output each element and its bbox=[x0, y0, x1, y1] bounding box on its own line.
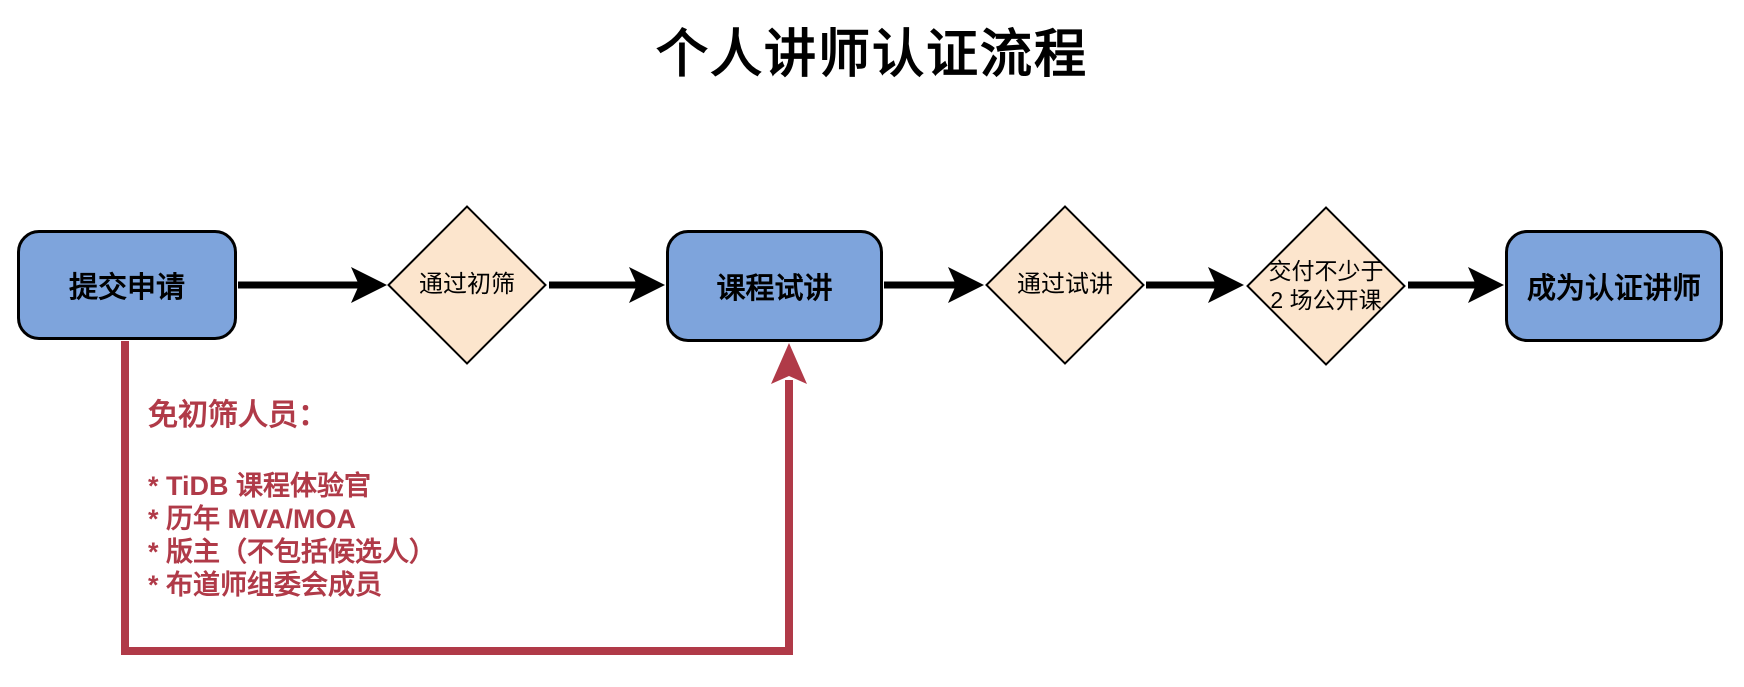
exemption-note-list: * TiDB 课程体验官 * 历年 MVA/MOA * 版主（不包括候选人） *… bbox=[148, 470, 436, 602]
flow-arrow-passtrial-to-deliver bbox=[1146, 267, 1244, 303]
node-submit-application: 提交申请 bbox=[17, 230, 237, 340]
node-course-trial-lecture: 课程试讲 bbox=[666, 230, 883, 342]
node-submit-application-label: 提交申请 bbox=[68, 272, 185, 304]
node-pass-initial-screening: 通过初筛 bbox=[387, 205, 547, 365]
exemption-item: * 布道师组委会成员 bbox=[148, 570, 383, 600]
flow-arrow-submit-to-screening bbox=[238, 267, 387, 303]
node-become-certified-lecturer: 成为认证讲师 bbox=[1505, 230, 1723, 342]
exempt-bypass-arrow bbox=[121, 341, 807, 655]
exemption-note-heading: 免初筛人员： bbox=[148, 399, 328, 432]
node-course-trial-lecture-label: 课程试讲 bbox=[716, 273, 833, 305]
diagram-title: 个人讲师认证流程 bbox=[655, 26, 1088, 84]
node-pass-initial-screening-label: 通过初筛 bbox=[419, 271, 515, 298]
node-deliver-public-courses: 交付不少于 2 场公开课 bbox=[1246, 206, 1406, 366]
flow-arrow-deliver-to-certified bbox=[1408, 267, 1504, 303]
node-become-certified-lecturer-label: 成为认证讲师 bbox=[1526, 273, 1701, 305]
exemption-note: 免初筛人员： * TiDB 课程体验官 * 历年 MVA/MOA * 版主（不包… bbox=[148, 398, 436, 602]
node-deliver-public-courses-label: 交付不少于 2 场公开课 bbox=[1268, 258, 1384, 313]
exemption-item: * 版主（不包括候选人） bbox=[148, 537, 437, 567]
node-pass-trial-lecture-label: 通过试讲 bbox=[1017, 271, 1113, 298]
flow-arrow-screening-to-trial bbox=[549, 267, 665, 303]
node-pass-trial-lecture: 通过试讲 bbox=[985, 205, 1145, 365]
exemption-item: * 历年 MVA/MOA bbox=[148, 504, 356, 534]
exemption-item: * TiDB 课程体验官 bbox=[148, 471, 372, 501]
flow-arrow-trial-to-passtrial bbox=[884, 267, 984, 303]
